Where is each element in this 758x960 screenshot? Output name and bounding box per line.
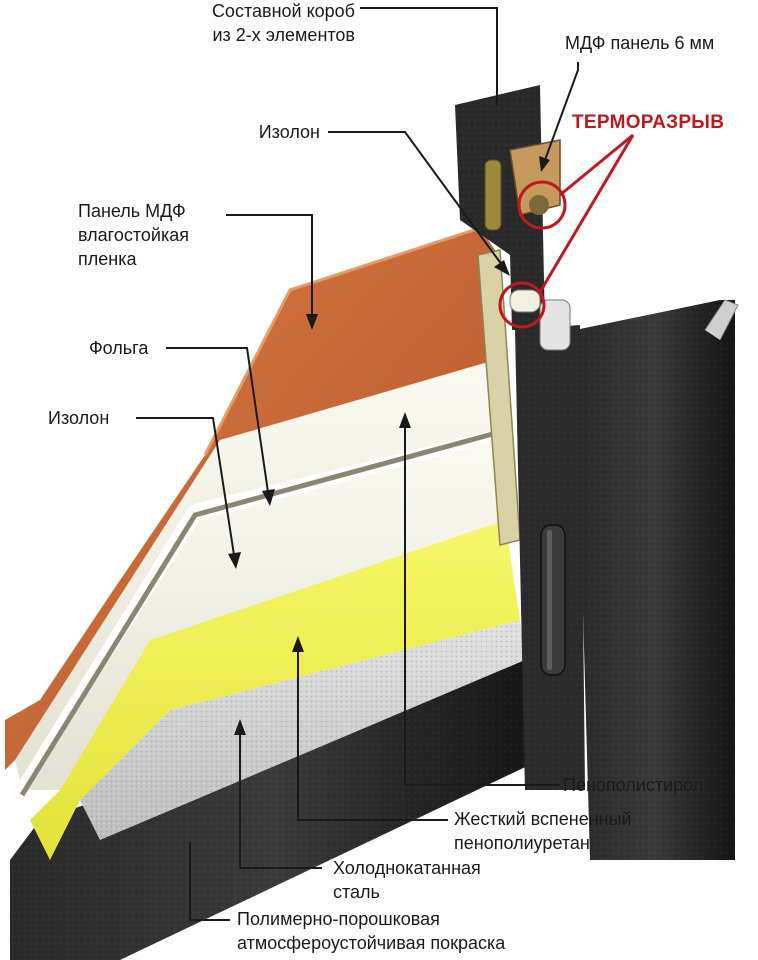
arrowhead-polyurethane xyxy=(292,636,304,652)
label-composite-frame-line2: из 2-х элементов xyxy=(212,25,355,45)
leader-composite-frame xyxy=(360,7,498,105)
mdf-panel-edge xyxy=(203,226,481,456)
arrowhead-steel xyxy=(234,719,246,735)
leader-mdf-6mm xyxy=(544,62,579,161)
label-steel-line1: Холоднокатанная xyxy=(333,858,481,878)
leader-polystyrene xyxy=(404,428,560,786)
label-mdf-panel-line2: влагостойкая xyxy=(78,225,189,245)
label-steel-line2: сталь xyxy=(333,882,380,902)
label-polystyrene: Пенополистирол xyxy=(563,775,704,795)
thermal-break-pointer-2 xyxy=(538,134,635,293)
leader-izolon-left xyxy=(136,417,235,556)
izolon-upper-layer xyxy=(15,360,495,780)
foil-line xyxy=(19,429,501,797)
door-hinge-highlight xyxy=(547,530,552,670)
label-mdf-panel-line1: Панель МДФ xyxy=(78,201,186,221)
label-mdf-panel-line3: пленка xyxy=(78,249,137,269)
label-polyurethane-line1: Жесткий вспененный xyxy=(454,809,632,829)
leader-paint xyxy=(189,842,230,921)
arrowhead-mdf-panel xyxy=(306,314,318,330)
polystyrene-texture xyxy=(80,620,525,840)
leader-arrowheads xyxy=(228,156,550,735)
label-paint-line1: Полимерно-порошковая xyxy=(237,909,440,929)
thermal-break-circle-1 xyxy=(517,180,567,230)
door-hinge xyxy=(540,524,566,676)
thermal-break-seal-lower xyxy=(509,289,541,313)
arrowhead-foil xyxy=(262,489,275,506)
label-thermal-break: ТЕРМОРАЗРЫВ xyxy=(572,112,725,133)
composite-box-seal xyxy=(484,159,502,231)
leader-mdf-panel xyxy=(226,214,313,315)
arrowhead-polystyrene xyxy=(399,412,411,428)
label-izolon-top: Изолон xyxy=(258,122,320,142)
thermal-break-seal-top xyxy=(529,195,549,215)
thermal-break-circle-2 xyxy=(498,281,546,329)
polyurethane-layer xyxy=(30,520,520,860)
arrowhead-izolon-left xyxy=(228,552,241,569)
leader-steel xyxy=(239,735,322,869)
frame-seal-strip xyxy=(539,299,571,351)
label-paint-line2: атмосфероустойчивая покраска xyxy=(237,933,506,953)
arrowhead-izolon-top xyxy=(494,260,510,276)
label-mdf-6mm: МДФ панель 6 мм xyxy=(565,33,715,53)
label-izolon-left: Изолон xyxy=(48,408,110,428)
leader-foil xyxy=(166,347,269,493)
mdf-panel xyxy=(5,228,495,770)
label-polyurethane-line2: пенополиуретан xyxy=(454,833,590,853)
watermark-logo: Avito xyxy=(665,912,717,934)
outer-frame-lip xyxy=(704,299,739,341)
arrowhead-mdf-6mm xyxy=(539,156,550,172)
outer-frame-texture xyxy=(575,300,735,860)
label-foil: Фольга xyxy=(89,338,149,358)
leader-polyurethane xyxy=(297,652,448,821)
leader-lines xyxy=(136,7,579,921)
izolon-layer xyxy=(25,440,505,790)
label-composite-frame-line1: Составной короб xyxy=(211,1,355,21)
steel-outer-sheet-texture xyxy=(10,650,540,960)
leader-izolon-top xyxy=(328,131,503,266)
thermal-break-pointer-1 xyxy=(559,133,634,197)
mdf-6mm-strip xyxy=(509,139,561,216)
